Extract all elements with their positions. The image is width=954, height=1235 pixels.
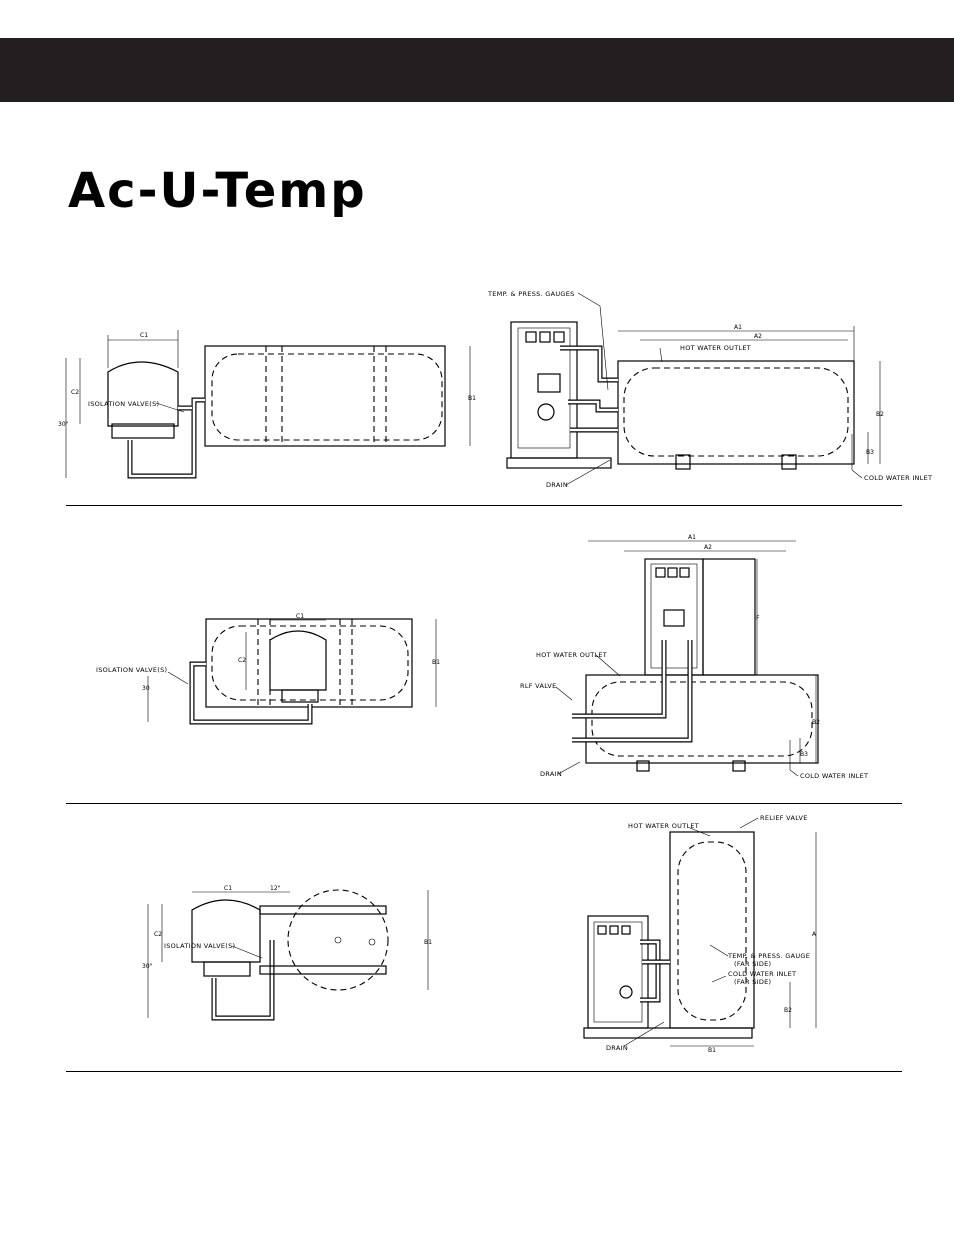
- label-hot-outlet: HOT WATER OUTLET: [680, 344, 751, 352]
- label-drain: DRAIN: [540, 770, 562, 778]
- label-relief-valve: RELIEF VALVE: [760, 814, 808, 822]
- dim-a: A: [812, 931, 817, 938]
- dim-b3: B3: [866, 449, 874, 456]
- heater-unit: [191, 899, 261, 963]
- tank-outline: [585, 674, 819, 764]
- dim-a2: A2: [754, 333, 762, 340]
- dim-c1: C1: [224, 885, 232, 892]
- header-bar: [0, 38, 954, 102]
- elevation-view-2: A1 A2 F B2 B3 HOT WATER OUTLET RLF VALVE…: [520, 534, 868, 780]
- dim-b1: B1: [468, 395, 476, 402]
- label-isolation-valves: ISOLATION VALVE(S): [164, 942, 235, 950]
- label-gauges: TEMP. & PRESS. GAUGES: [487, 290, 575, 298]
- elevation-view-3: A B1 B2 HOT WATER OUTLET RELIEF VALVE TE…: [583, 814, 817, 1054]
- label-isolation-valves: ISOLATION VALVE(S): [88, 400, 159, 408]
- dim-12: 12": [270, 885, 281, 892]
- dim-b2: B2: [784, 1007, 792, 1014]
- label-hot-outlet: HOT WATER OUTLET: [628, 822, 699, 830]
- ac-u-temp-logo: Ac-U-Temp: [68, 163, 367, 219]
- label-cold-inlet: COLD WATER INLET: [800, 772, 868, 780]
- dim-b1: B1: [424, 939, 432, 946]
- plan-view-1: C1 C2 30" B1 ISOLATION VALVE(S): [58, 330, 476, 479]
- label-hot-outlet: HOT WATER OUTLET: [536, 651, 607, 659]
- dim-b1: B1: [708, 1047, 716, 1054]
- dim-a1: A1: [688, 534, 696, 541]
- dim-b2: B2: [876, 411, 884, 418]
- label-gauge-line2: (FAR SIDE): [734, 960, 771, 968]
- heater-unit: [269, 630, 327, 691]
- dim-b2: B2: [812, 719, 820, 726]
- dim-30: 30": [142, 963, 153, 970]
- divider-1: [66, 505, 902, 506]
- base-skid: [583, 1027, 753, 1039]
- label-relief-valve: RLF VALVE: [520, 682, 557, 690]
- tank-outline: [204, 345, 446, 447]
- vertical-tank: [669, 831, 755, 1029]
- dim-c1: C1: [140, 332, 148, 339]
- plan-view-2: C1 C2 B1 30 ISOLATION VALVE(S): [96, 613, 440, 725]
- dim-c2: C2: [154, 931, 162, 938]
- dim-c1: C1: [296, 613, 304, 620]
- vertical-tank-top: [287, 889, 389, 991]
- valve-block: [111, 423, 175, 439]
- label-drain: DRAIN: [606, 1044, 628, 1052]
- label-isolation-valves: ISOLATION VALVE(S): [96, 666, 167, 674]
- dim-30: 30: [142, 685, 150, 692]
- label-cold-line1: COLD WATER INLET: [728, 970, 796, 978]
- dim-f: F: [756, 615, 760, 622]
- label-gauge-line1: TEMP. & PRESS. GAUGE: [727, 952, 810, 960]
- divider-2: [66, 803, 902, 804]
- label-cold-inlet: COLD WATER INLET: [864, 474, 932, 482]
- plan-view-3: C1 12" C2 30" B1 ISOLATION VALVE(S): [142, 885, 432, 1021]
- dim-c2: C2: [71, 389, 79, 396]
- label-drain: DRAIN: [546, 481, 568, 489]
- logo-text: Ac-U-Temp: [68, 163, 367, 219]
- dim-30: 30": [58, 421, 69, 428]
- dim-a1: A1: [734, 324, 742, 331]
- base-skid: [506, 457, 612, 469]
- dim-b3: B3: [800, 751, 808, 758]
- divider-3: [66, 1071, 902, 1072]
- label-cold-line2: (FAR SIDE): [734, 978, 771, 986]
- dim-b1: B1: [432, 659, 440, 666]
- dim-a2: A2: [704, 544, 712, 551]
- elevation-view-1: A1 A2 B2 B3 TEMP. & PRESS. GAUGES HOT WA…: [487, 290, 932, 489]
- dim-c2: C2: [238, 657, 246, 664]
- tank-dashed-body: [211, 353, 443, 441]
